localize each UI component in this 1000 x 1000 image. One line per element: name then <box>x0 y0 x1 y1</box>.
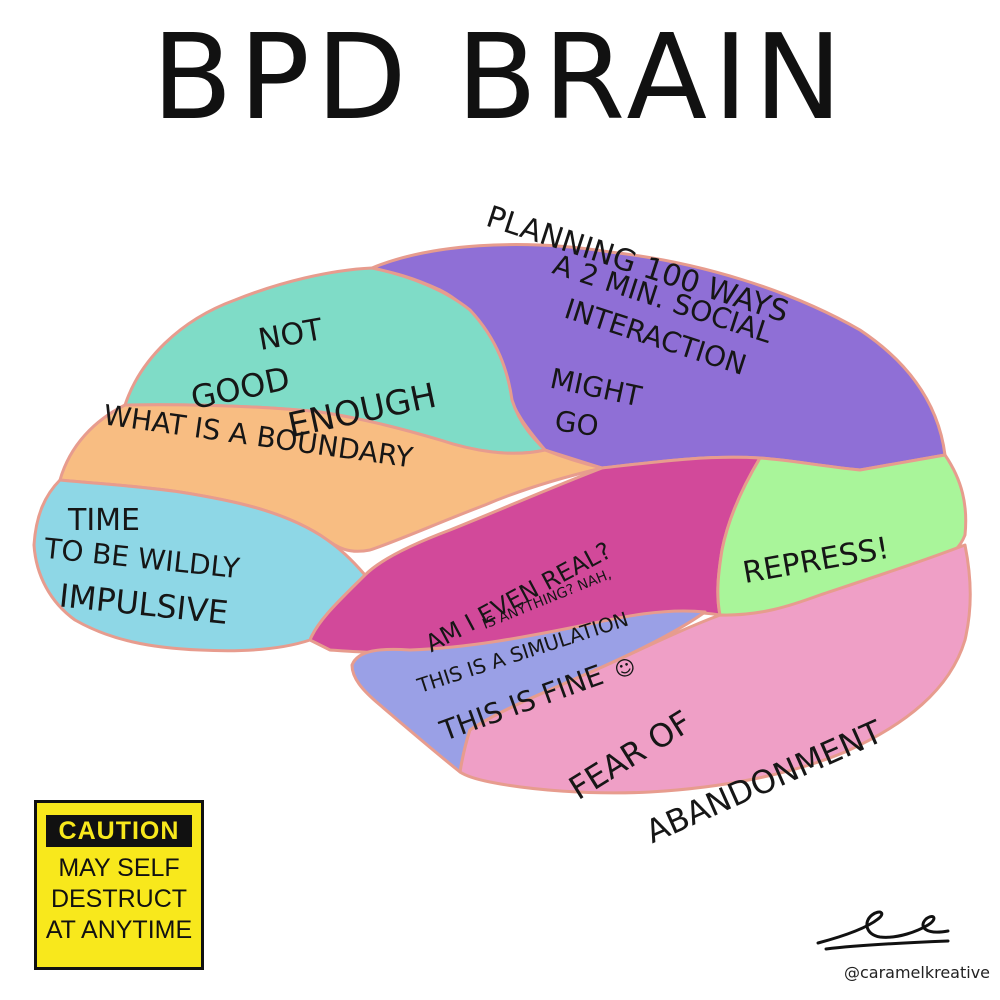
region-fear <box>458 543 972 795</box>
label-planning-5: GO <box>553 404 601 443</box>
caution-line-3: AT ANYTIME <box>45 916 193 944</box>
caution-line-1: MAY SELF <box>58 854 180 882</box>
artist-handle: @caramelkreative <box>843 963 990 982</box>
caution-line-2: DESTRUCT <box>50 885 188 913</box>
artist-signature <box>816 910 950 951</box>
label-time: TIME <box>67 503 140 538</box>
page-title: BPD BRAIN <box>151 8 849 146</box>
caution-sign: CAUTION MAY SELF DESTRUCT AT ANYTIME <box>34 800 204 970</box>
caution-header: CAUTION <box>46 815 192 847</box>
